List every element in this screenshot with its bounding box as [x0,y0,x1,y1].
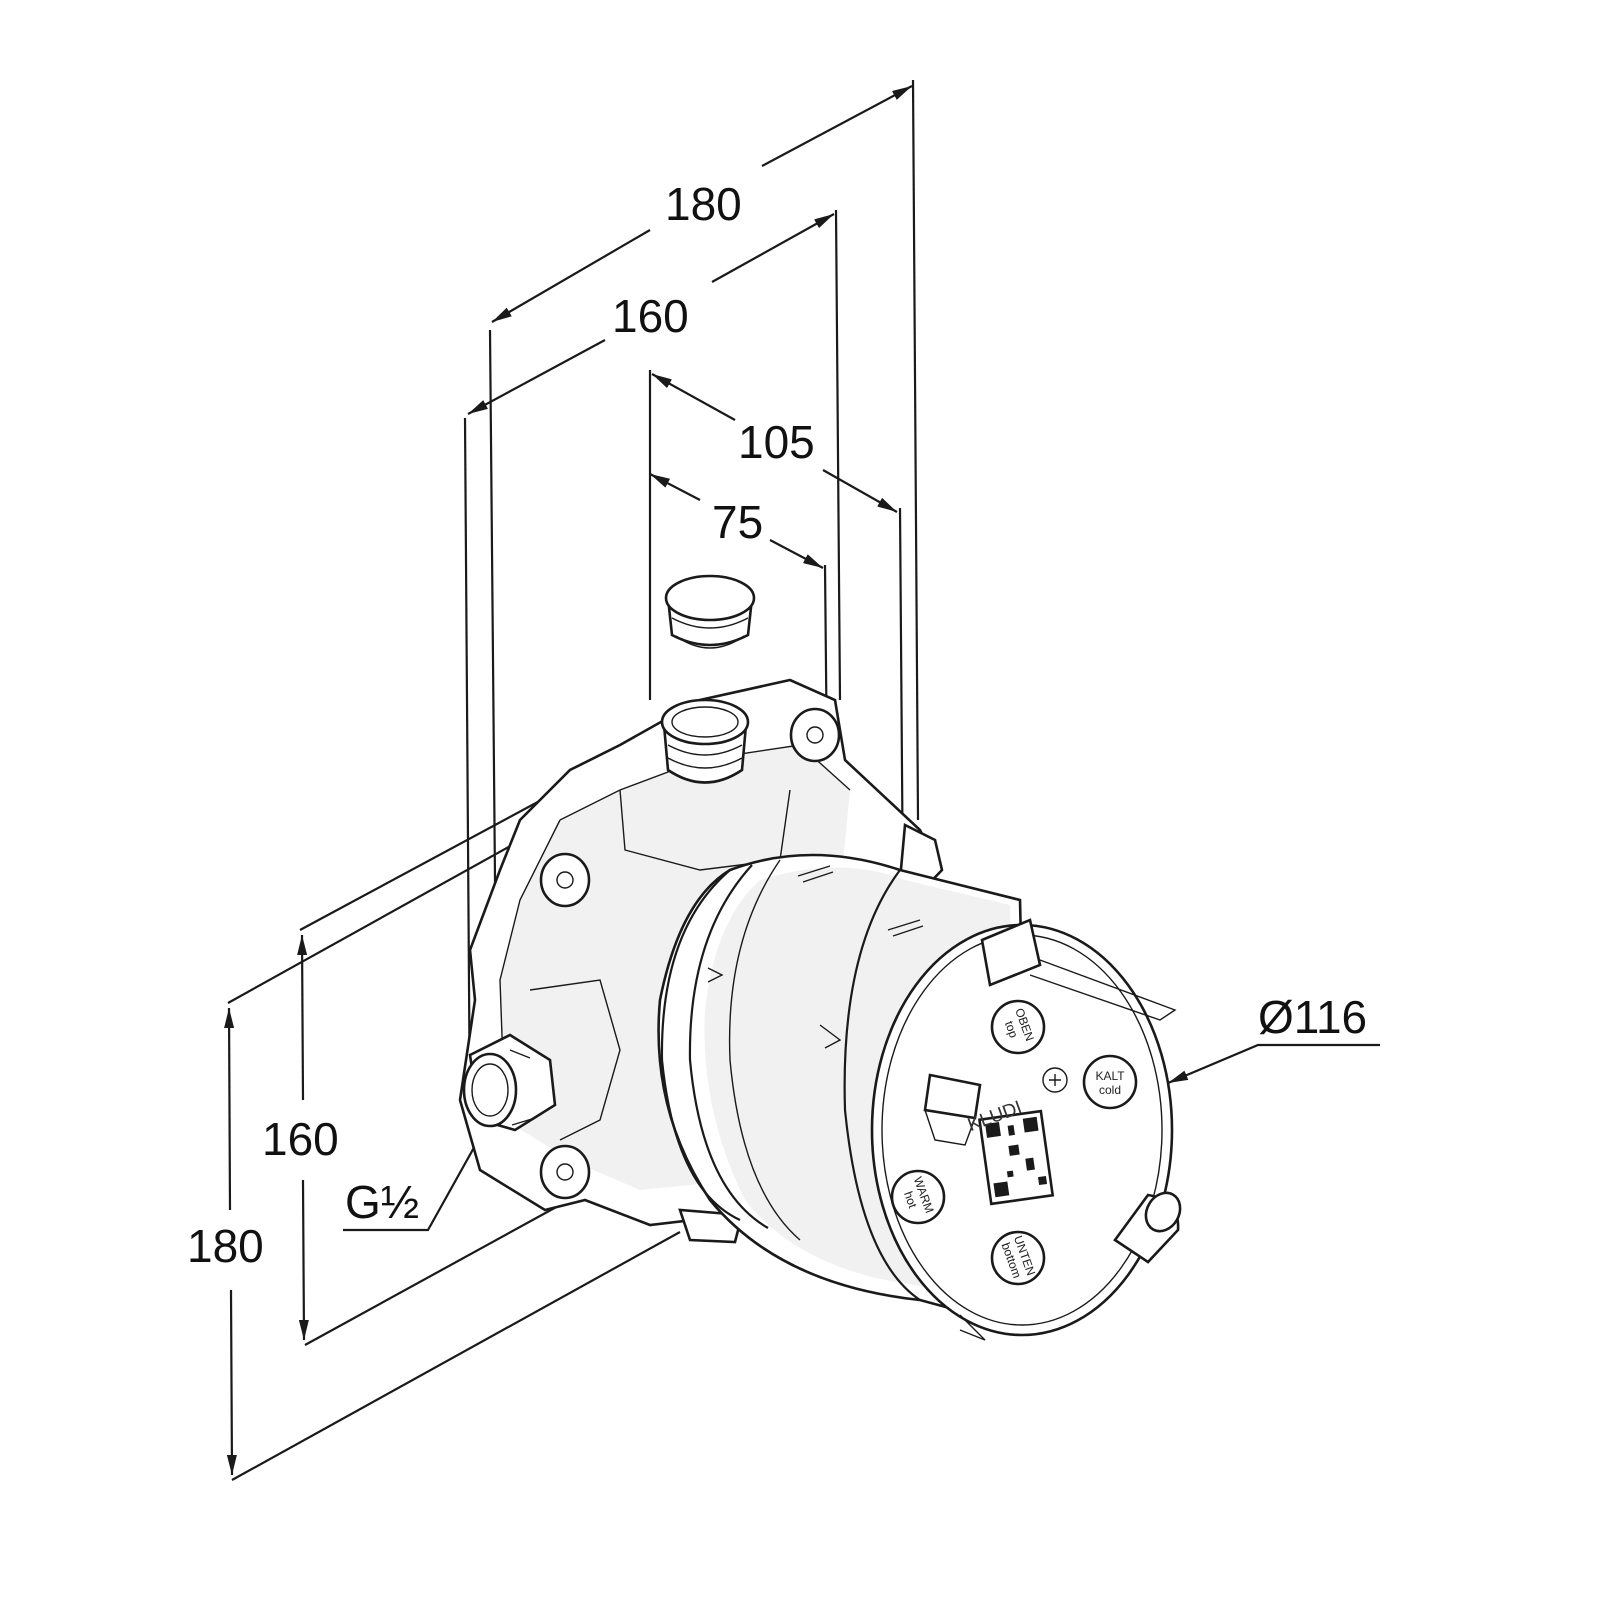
left-port [462,1033,557,1132]
screw-hole [539,1144,591,1200]
front-plate: KLUDI [870,918,1177,1341]
dimension-lines [224,79,1380,1481]
svg-text:top: top [1002,1019,1021,1040]
port-label-cold: KALT cold [1082,1054,1138,1110]
svg-text:KALT: KALT [1095,1069,1125,1083]
screw-hole [539,852,591,908]
screw-hole [789,707,841,763]
top-port [660,698,750,784]
port-label-top: OBEN top [990,999,1046,1055]
dim-diameter: Ø116 [1258,991,1367,1043]
port-labels: OBEN top KALT cold WARM hot UNTEN bottom [890,999,1138,1286]
svg-text:hot: hot [901,1190,920,1211]
valve-stem [1113,1191,1182,1264]
dim-top-width-outer: 180 [665,178,742,230]
dimension-labels: 180 160 105 75 160 180 Ø116 G½ [187,178,1367,1272]
dim-top-width-inner: 160 [612,290,689,342]
port-label-hot: WARM hot [890,1169,946,1225]
plug-cap [664,574,756,649]
brand-logo [1042,1067,1068,1093]
dim-top-depth-outer: 105 [738,416,815,468]
dim-left-height-inner: 160 [262,1113,339,1165]
dim-top-depth-inner: 75 [712,496,763,548]
front-clip [980,918,1042,987]
dim-thread: G½ [345,1176,419,1228]
svg-text:cold: cold [1099,1083,1121,1097]
port-label-bottom: UNTEN bottom [990,1230,1046,1286]
dim-left-height-outer: 180 [187,1220,264,1272]
